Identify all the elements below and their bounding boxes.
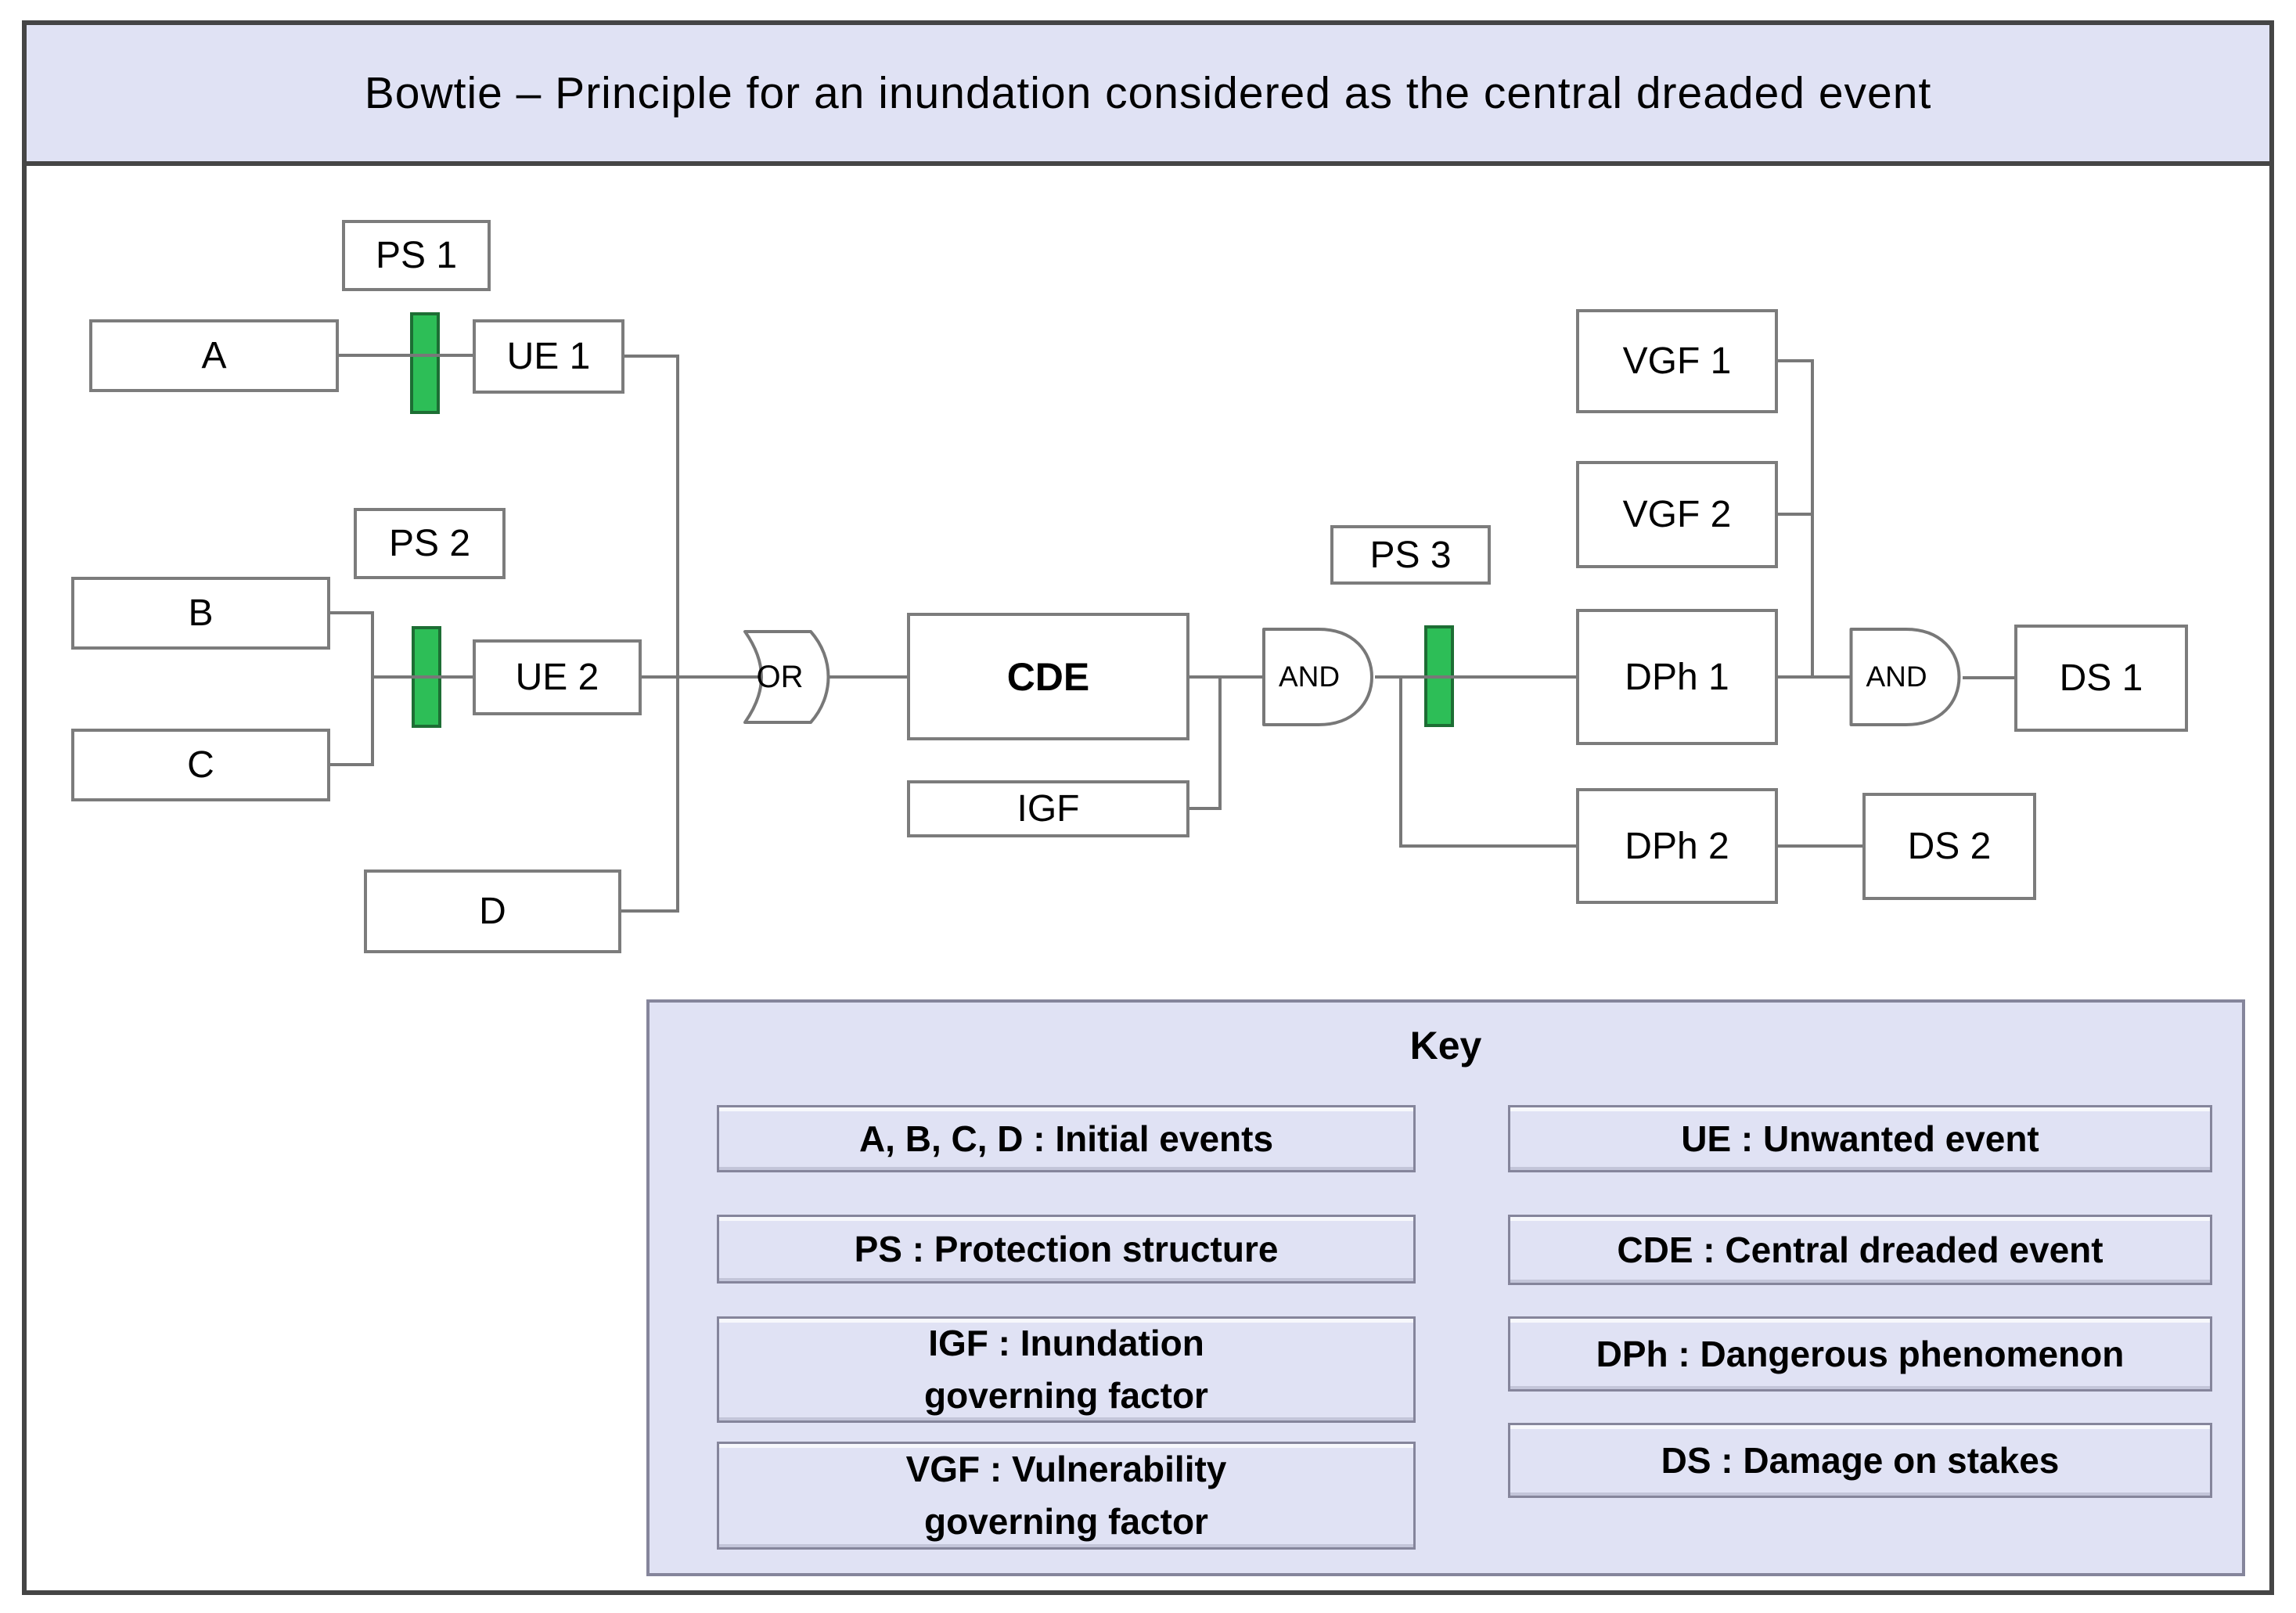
- key-item-vgf: VGF : Vulnerability governing factor: [717, 1442, 1416, 1550]
- key-item-dph: DPh : Dangerous phenomenon: [1508, 1316, 2212, 1392]
- key-item-protection-structure: PS : Protection structure: [717, 1215, 1416, 1284]
- node-ds2-label: DS 2: [1907, 826, 1992, 867]
- node-c: C: [71, 729, 330, 801]
- node-ps2-label: PS 2: [388, 523, 471, 564]
- key-title: Key: [1409, 1024, 1482, 1068]
- node-igf-label: IGF: [1017, 788, 1080, 830]
- and-gate-icon: [1849, 628, 1961, 726]
- connector-bc-ue2: [371, 675, 473, 679]
- node-ps1: PS 1: [342, 220, 491, 291]
- node-vgf2: VGF 2: [1576, 461, 1778, 568]
- node-ps1-label: PS 1: [375, 235, 458, 276]
- node-cde-label: CDE: [1006, 654, 1090, 699]
- connector-b-out: [330, 611, 374, 614]
- connector-dph2-ds2: [1778, 844, 1864, 848]
- connector-branch-dph2: [1399, 844, 1578, 848]
- connector-bc-vertical: [371, 611, 374, 766]
- connector-c-out: [330, 763, 374, 766]
- gate-and-2-label: AND: [1866, 661, 1927, 693]
- node-b-label: B: [188, 592, 214, 634]
- node-dph1: DPh 1: [1576, 609, 1778, 745]
- node-d: D: [364, 870, 621, 953]
- node-ds1: DS 1: [2014, 625, 2188, 732]
- node-ps2: PS 2: [354, 508, 506, 579]
- node-cde: CDE: [907, 613, 1189, 740]
- gate-or: OR: [736, 627, 848, 727]
- connector-d-out: [621, 909, 679, 913]
- gate-and-2: AND: [1848, 626, 1963, 728]
- connector-vgf2-out: [1778, 513, 1814, 516]
- protection-barrier-1: [410, 312, 440, 414]
- node-ds2: DS 2: [1862, 793, 2036, 900]
- or-gate-icon: [743, 630, 830, 724]
- node-d-label: D: [479, 891, 506, 932]
- node-vgf1-label: VGF 1: [1622, 340, 1732, 382]
- gate-and-1: AND: [1261, 626, 1375, 728]
- key-item-ds: DS : Damage on stakes: [1508, 1423, 2212, 1498]
- connector-or-cde: [821, 675, 909, 679]
- node-vgf2-label: VGF 2: [1622, 494, 1732, 535]
- node-ps3: PS 3: [1330, 525, 1491, 585]
- key-item-initial-events: A, B, C, D : Initial events: [717, 1105, 1416, 1172]
- connector-dph1-and2: [1778, 675, 1851, 679]
- node-ue2: UE 2: [473, 639, 642, 715]
- connector-left-bus: [676, 355, 679, 913]
- node-ds1-label: DS 1: [2059, 657, 2143, 699]
- connector-and1-dph1: [1375, 675, 1578, 679]
- node-c-label: C: [187, 744, 214, 786]
- connector-ue2-or: [642, 675, 770, 679]
- connector-vgf1-out: [1778, 359, 1814, 362]
- node-dph2-label: DPh 2: [1625, 825, 1729, 867]
- node-ue1: UE 1: [473, 319, 624, 394]
- node-vgf1: VGF 1: [1576, 309, 1778, 413]
- node-ue2-label: UE 2: [515, 657, 599, 698]
- key-panel: Key A, B, C, D : Initial events PS : Pro…: [646, 999, 2245, 1576]
- page-title: Bowtie – Principle for an inundation con…: [364, 68, 1932, 118]
- connector-a-ue1: [339, 354, 473, 357]
- node-igf: IGF: [907, 780, 1189, 837]
- title-bar: Bowtie – Principle for an inundation con…: [27, 25, 2269, 166]
- node-b: B: [71, 577, 330, 650]
- connector-vgf-bus: [1811, 359, 1814, 679]
- connector-igf-vertical: [1218, 677, 1222, 810]
- node-ue1-label: UE 1: [506, 336, 591, 377]
- node-a-label: A: [201, 335, 227, 376]
- key-item-igf: IGF : Inundation governing factor: [717, 1316, 1416, 1423]
- node-a: A: [89, 319, 339, 392]
- node-ps3-label: PS 3: [1369, 534, 1452, 576]
- key-item-unwanted-event: UE : Unwanted event: [1508, 1105, 2212, 1172]
- node-dph2: DPh 2: [1576, 788, 1778, 904]
- node-dph1-label: DPh 1: [1625, 656, 1729, 698]
- gate-or-label: OR: [756, 659, 804, 694]
- connector-dph2-branch-vertical: [1399, 677, 1402, 846]
- diagram-frame: Bowtie – Principle for an inundation con…: [22, 20, 2274, 1595]
- and-gate-icon: [1262, 628, 1373, 726]
- key-item-cde: CDE : Central dreaded event: [1508, 1215, 2212, 1285]
- connector-and2-ds1: [1963, 676, 2014, 679]
- connector-ue1-out: [624, 355, 679, 358]
- connector-igf-out: [1189, 807, 1222, 810]
- connector-cde-and1: [1189, 675, 1264, 679]
- gate-and-1-label: AND: [1278, 661, 1341, 693]
